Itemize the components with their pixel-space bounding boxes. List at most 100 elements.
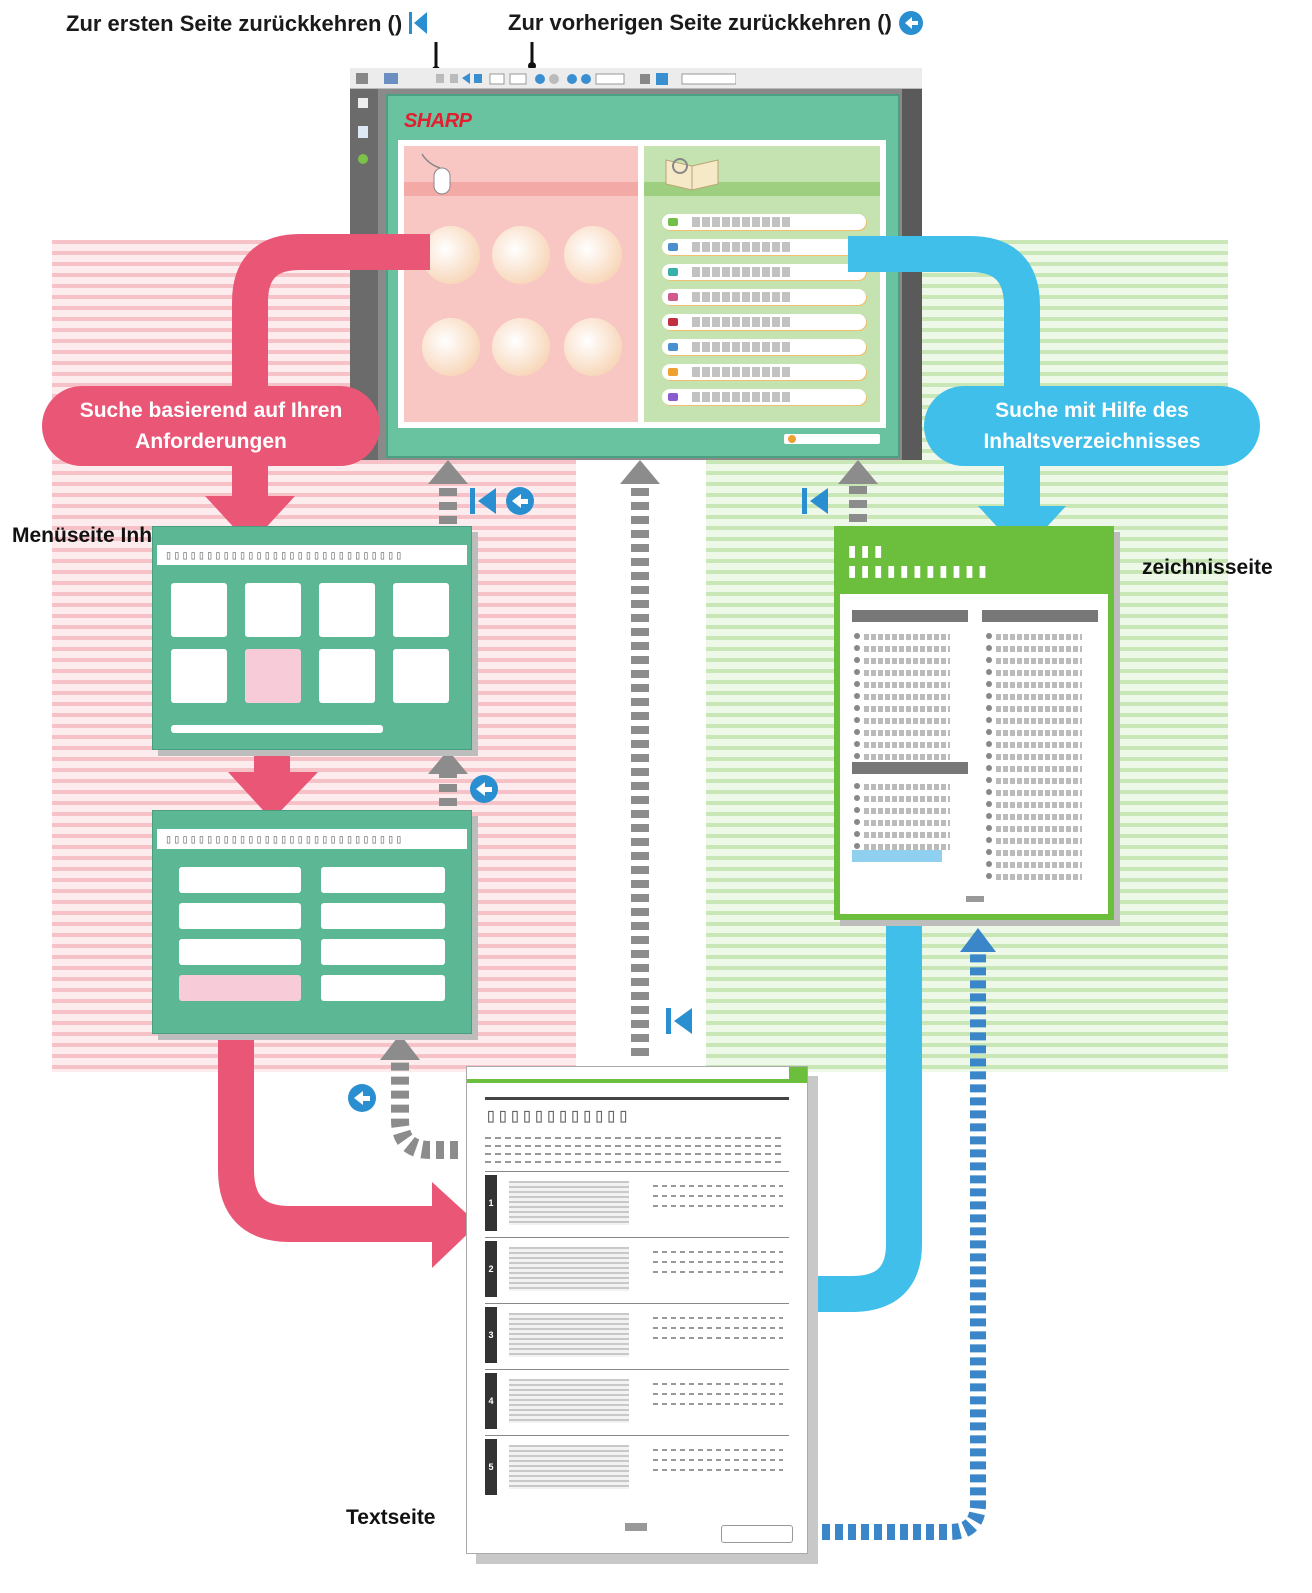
- gray-dashed-arrow: [391, 1058, 458, 1159]
- toc-entry: [996, 730, 1082, 736]
- toc-entry: [996, 742, 1082, 748]
- first-page-icon: [802, 488, 828, 514]
- toc-entry: [996, 718, 1082, 724]
- viewer-footer-dot: [788, 435, 796, 443]
- viewer-nav-icon: [358, 126, 368, 138]
- toc-bullet: [854, 819, 860, 825]
- previous-page-icon: [506, 487, 534, 515]
- menu-tile: [319, 583, 375, 637]
- previous-page-icon: [348, 1084, 376, 1112]
- toc-bullet: [986, 873, 992, 879]
- viewer-right-panel: [644, 146, 880, 422]
- menu-tile: [245, 583, 301, 637]
- circle-button: [564, 318, 622, 376]
- toc-entry: [864, 820, 950, 826]
- toc-bullet: [854, 729, 860, 735]
- viewer-list-marker: [668, 243, 678, 251]
- submenu-item: [179, 939, 301, 965]
- section-image: [509, 1379, 629, 1423]
- menu-page-titlebar: [157, 545, 467, 565]
- viewer-list-marker: [668, 393, 678, 401]
- toc-bullet: [986, 693, 992, 699]
- section-rule: [485, 1171, 789, 1172]
- search-toc-pill: Suche mit Hilfe des Inhaltsverzeichnisse…: [924, 386, 1260, 466]
- first-page-icon: [409, 12, 428, 34]
- toc-entry: [864, 694, 950, 700]
- viewer-list-dashes: [692, 217, 792, 227]
- toc-entry: [864, 784, 950, 790]
- section-text-dashes: [653, 1251, 783, 1273]
- mouse-icon: [421, 153, 451, 195]
- section-rule: [485, 1369, 789, 1370]
- text-page-label: Textseite: [346, 1506, 436, 1529]
- section-rule: [485, 1237, 789, 1238]
- toc-bullet: [854, 669, 860, 675]
- toc-page-label: zeichnisseite: [1142, 556, 1273, 579]
- first-page-icon: [470, 488, 496, 514]
- viewer-scrollbar: [902, 89, 922, 460]
- pink-arrowhead: [432, 1182, 478, 1268]
- viewer-list-dashes: [692, 367, 792, 377]
- viewer-list-dashes: [692, 342, 792, 352]
- book-icon: [665, 158, 719, 191]
- toc-col-header: [852, 610, 968, 622]
- toc-entry: [996, 874, 1082, 880]
- toc-bullet: [986, 777, 992, 783]
- section-tab: 3: [485, 1307, 497, 1363]
- toc-entry: [996, 802, 1082, 808]
- text-page-title-dashes: ▯▯▯▯▯▯▯▯▯▯▯▯: [485, 1103, 630, 1127]
- toolbar-icons: [356, 73, 736, 85]
- menu-tile: [171, 583, 227, 637]
- toc-entry: [864, 730, 950, 736]
- toc-page-number: [966, 896, 984, 902]
- circle-button: [492, 318, 550, 376]
- toc-bullet: [854, 645, 860, 651]
- toc-bullet: [986, 729, 992, 735]
- toc-bullet: [854, 753, 860, 759]
- viewer-list-row: [662, 289, 866, 305]
- viewer-list-marker: [668, 318, 678, 326]
- section-image: [509, 1445, 629, 1489]
- viewer-nav-icon: [358, 154, 368, 164]
- toc-bullet: [854, 807, 860, 813]
- toc-entry: [996, 826, 1082, 832]
- blue-dotted-arrow: [796, 950, 986, 1540]
- toc-bullet: [986, 741, 992, 747]
- viewer-inner-frame: [398, 140, 886, 428]
- viewer-list-dashes: [692, 317, 792, 327]
- text-page-title-rule: [485, 1097, 789, 1100]
- toc-entry: [996, 790, 1082, 796]
- toc-entry: [864, 646, 950, 652]
- viewer-list-marker: [668, 218, 678, 226]
- toc-header-marks: ▮▮▮▮▮▮▮▮▮▮▮▮▮▮: [846, 538, 990, 582]
- submenu-item: [321, 975, 445, 1001]
- toc-entry: [996, 766, 1082, 772]
- viewer-page-footer: [784, 434, 880, 444]
- circle-button: [564, 226, 622, 284]
- menu-page-window: ▯▯▯▯▯▯▯▯▯▯▯▯▯▯▯▯▯▯▯▯▯▯▯▯▯▯▯▯▯: [152, 526, 472, 750]
- viewer-nav-icon: [358, 98, 368, 108]
- toc-col-header: [982, 610, 1098, 622]
- section-image: [509, 1247, 629, 1291]
- menu-tile-selected: [245, 649, 301, 703]
- circle-button: [422, 318, 480, 376]
- viewer-list-marker: [668, 293, 678, 301]
- pink-arrowhead: [228, 772, 318, 820]
- section-number: 4: [488, 1396, 494, 1406]
- toc-entry: [996, 778, 1082, 784]
- section-rule: [485, 1303, 789, 1304]
- previous-page-icon: [470, 775, 498, 803]
- toc-bullet: [986, 849, 992, 855]
- section-tab: 4: [485, 1373, 497, 1429]
- section-number: 1: [488, 1198, 494, 1208]
- viewer-list-row: [662, 214, 866, 230]
- toc-entry: [996, 658, 1082, 664]
- toc-page-window: ▮▮▮▮▮▮▮▮▮▮▮▮▮▮: [834, 526, 1114, 920]
- toc-entry: [996, 694, 1082, 700]
- viewer-list-row: [662, 239, 866, 255]
- toc-bullet: [854, 693, 860, 699]
- circle-button: [492, 226, 550, 284]
- section-tab: 1: [485, 1175, 497, 1231]
- search-requirements-pill: Suche basierend auf Ihren Anforderungen: [42, 386, 380, 466]
